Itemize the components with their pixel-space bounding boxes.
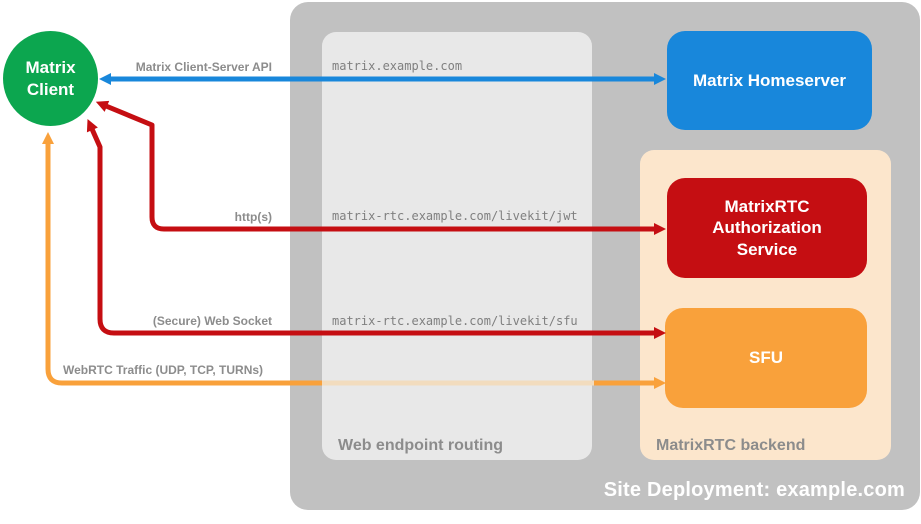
sfu-node-label: SFU [749, 348, 783, 368]
matrixrtc-authorization-service-node: MatrixRTC Authorization Service [667, 178, 867, 278]
sfu-node: SFU [665, 308, 867, 408]
webrtc-traffic-arrow [42, 132, 322, 386]
matrix-homeserver-node: Matrix Homeserver [667, 31, 872, 130]
route-livekit-sfu: matrix-rtc.example.com/livekit/sfu [332, 314, 578, 328]
webrtc-traffic-arrow-label: WebRTC Traffic (UDP, TCP, TURNs) [63, 363, 264, 377]
matrix-client-node: Matrix Client [3, 31, 98, 126]
matrix-client-node-label: Matrix Client [25, 58, 76, 99]
client-server-api-arrow-label: Matrix Client-Server API [135, 60, 272, 74]
matrix-homeserver-node-label: Matrix Homeserver [692, 70, 847, 90]
web-endpoint-routing-panel: Web endpoint routing [322, 32, 592, 460]
matrixrtc-authorization-service-node-label: MatrixRTC Authorization Service [712, 197, 822, 259]
site-deployment-label: Site Deployment: example.com [603, 479, 905, 501]
route-livekit-jwt: matrix-rtc.example.com/livekit/jwt [332, 209, 578, 223]
matrixrtc-backend-label: MatrixRTC backend [656, 437, 806, 454]
route-matrix-host: matrix.example.com [332, 59, 463, 73]
https-arrow-label: http(s) [234, 210, 272, 224]
web-endpoint-routing-label: Web endpoint routing [338, 437, 504, 454]
websocket-arrow-label: (Secure) Web Socket [152, 314, 272, 328]
